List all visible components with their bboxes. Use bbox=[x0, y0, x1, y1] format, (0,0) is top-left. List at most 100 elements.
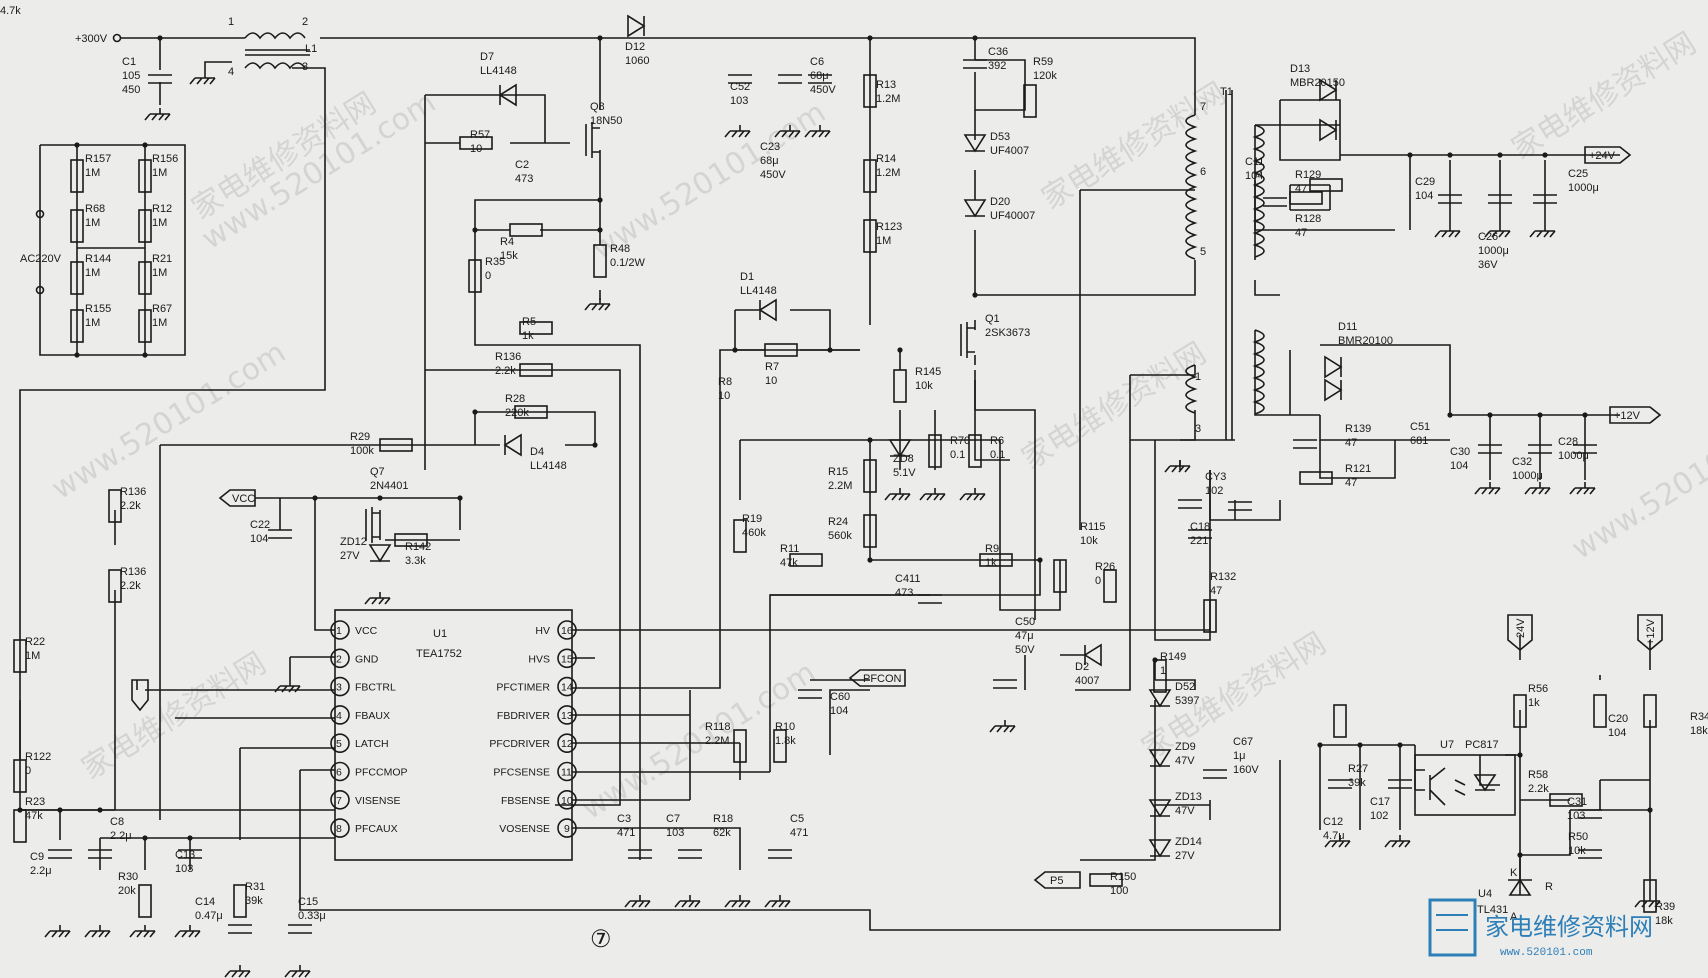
component-label: C51 bbox=[1410, 421, 1430, 433]
component-label: R128 bbox=[1295, 213, 1321, 225]
component-label: 1k bbox=[985, 557, 997, 569]
component-label: R136 bbox=[120, 486, 146, 498]
component-label: 2.2μ bbox=[110, 830, 132, 842]
component-label: D52 bbox=[1175, 681, 1195, 693]
component-label: C6 bbox=[810, 56, 824, 68]
ground-symbol bbox=[364, 592, 391, 605]
component-label: C52 bbox=[730, 81, 750, 93]
rail-300v-label: +300V bbox=[75, 33, 108, 45]
capacitor-symbol bbox=[1533, 194, 1557, 204]
component-label: C60 bbox=[830, 691, 850, 703]
junction-dot bbox=[1357, 742, 1363, 748]
transformer-pin: 1 bbox=[1195, 371, 1201, 383]
diode-symbol bbox=[888, 439, 912, 458]
component-label: 450V bbox=[810, 84, 836, 96]
component-label: 1μ bbox=[1233, 750, 1245, 762]
ic-pin-circle bbox=[330, 705, 350, 725]
ground-symbol bbox=[44, 925, 71, 938]
junction-dot bbox=[972, 35, 978, 41]
component-label: 2.2k bbox=[120, 580, 141, 592]
junction-dot bbox=[57, 807, 63, 813]
component-label: R7 bbox=[765, 361, 779, 373]
ic-pin-name: HVS bbox=[528, 653, 550, 665]
ic-pin-name: PFCSENSE bbox=[493, 767, 550, 779]
u4-ref: U4 bbox=[1478, 888, 1492, 900]
wiring bbox=[19, 37, 1651, 931]
resistor-symbol bbox=[108, 489, 122, 523]
u4-pin-a: A bbox=[1510, 911, 1518, 923]
component-label: 681 bbox=[1410, 435, 1428, 447]
component-label: R149 bbox=[1160, 651, 1186, 663]
component-label: C2 bbox=[515, 159, 529, 171]
component-label: R8 bbox=[718, 376, 732, 388]
junction-dot bbox=[1542, 152, 1548, 158]
watermark: 家电维修资料网 bbox=[1016, 336, 1213, 477]
junction-dot bbox=[867, 557, 873, 563]
resistor-symbol bbox=[863, 219, 877, 253]
junction-dot bbox=[1497, 152, 1503, 158]
resistor-symbol bbox=[138, 209, 152, 243]
ic-pin-number: 7 bbox=[336, 795, 342, 807]
component-label: R57 bbox=[470, 129, 490, 141]
junction-dot bbox=[1517, 752, 1523, 758]
ic-pin-name: FBAUX bbox=[355, 710, 390, 722]
ground-symbol bbox=[804, 125, 831, 138]
watermark: www.520101.com bbox=[586, 95, 832, 267]
capacitor-symbol bbox=[288, 924, 312, 934]
component-label: Q1 bbox=[985, 313, 1000, 325]
page-number: ⑦ bbox=[590, 926, 612, 953]
component-label: D12 bbox=[625, 41, 645, 53]
component-label: 0.33μ bbox=[298, 910, 326, 922]
resistor-symbol bbox=[1333, 704, 1347, 738]
resistor-symbol bbox=[1643, 879, 1657, 913]
ground-symbol bbox=[584, 298, 611, 311]
resistor-symbol bbox=[1299, 471, 1333, 485]
p5-flag-label: P5 bbox=[1050, 875, 1063, 887]
component-label: 47V bbox=[1175, 755, 1195, 767]
resistor-symbol bbox=[70, 159, 84, 193]
diode-symbol bbox=[627, 14, 646, 38]
logo-text: 家电维修资料网 bbox=[1485, 913, 1653, 941]
component-label: 1M bbox=[152, 317, 167, 329]
component-label: 450 bbox=[122, 84, 140, 96]
component-label: R150 bbox=[1110, 871, 1136, 883]
diode-symbol bbox=[1148, 839, 1172, 858]
component-label: 62k bbox=[713, 827, 731, 839]
component-label: C15 bbox=[298, 896, 318, 908]
component-label: 1M bbox=[152, 217, 167, 229]
component-label: C31 bbox=[1567, 796, 1587, 808]
component-label: 102 bbox=[1205, 485, 1223, 497]
component-label: 473 bbox=[895, 587, 913, 599]
component-label: UF4007 bbox=[990, 145, 1029, 157]
capacitor-symbol bbox=[1578, 849, 1602, 859]
component-label: C22 bbox=[250, 519, 270, 531]
capacitor-symbol bbox=[1293, 439, 1317, 449]
resistor-symbol bbox=[468, 259, 482, 293]
component-label: C29 bbox=[1415, 176, 1435, 188]
component-label: R156 bbox=[152, 153, 178, 165]
transformer-t1: T1 7 6 5 1 3 bbox=[1185, 86, 1265, 440]
component-label: 1000μ bbox=[1478, 245, 1509, 257]
diode-symbol bbox=[368, 544, 392, 563]
component-label: R5 bbox=[522, 316, 536, 328]
component-label: C17 bbox=[1370, 796, 1390, 808]
component-label: 47 bbox=[1345, 477, 1357, 489]
junction-dot bbox=[97, 807, 103, 813]
resistor-symbol bbox=[764, 343, 798, 357]
junction-dot bbox=[472, 409, 478, 415]
junction-dot bbox=[597, 227, 603, 233]
component-label: 10 bbox=[470, 143, 482, 155]
component-label: C9 bbox=[30, 851, 44, 863]
component-labels: C1105450R1571MR1561MR681MR121MR1441MR211… bbox=[0, 0, 1708, 927]
junction-dot bbox=[472, 227, 478, 233]
resistor-symbol bbox=[138, 261, 152, 295]
capacitor-symbol bbox=[1228, 501, 1252, 511]
resistor-symbol bbox=[1643, 694, 1657, 728]
junction-dot bbox=[972, 292, 978, 298]
resistor-symbol bbox=[70, 209, 84, 243]
resistor-symbol bbox=[509, 223, 543, 237]
component-label: 471 bbox=[790, 827, 808, 839]
capacitor-symbol bbox=[1488, 194, 1512, 204]
junction-dot bbox=[827, 347, 833, 353]
component-label: 1M bbox=[85, 217, 100, 229]
